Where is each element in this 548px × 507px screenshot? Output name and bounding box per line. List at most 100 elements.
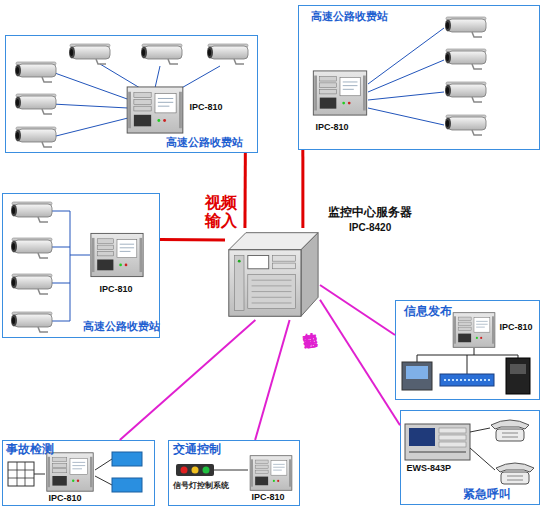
- detector-devices: [8, 452, 142, 492]
- camera-icons: [11, 202, 52, 222]
- display-devices: [402, 362, 432, 390]
- detector-devices: [34, 459, 112, 485]
- station-wires: [368, 92, 444, 100]
- emergency-devices: [439, 435, 466, 440]
- station-title: 高速公路收费站: [166, 136, 243, 149]
- emergency-devices: [405, 424, 470, 460]
- station-wires: [52, 211, 90, 321]
- model-label: IPC-810: [500, 322, 533, 332]
- camera-icons: [445, 49, 486, 69]
- display-devices: [406, 366, 428, 379]
- video-input-label: 视频 输入: [205, 194, 241, 229]
- station-wires: [178, 66, 220, 90]
- signal-device: [192, 467, 199, 474]
- computer-node: IPC-810: [450, 310, 538, 352]
- station-wires: [155, 66, 160, 88]
- emergency-devices: [439, 428, 466, 433]
- model-label: IPC-810: [316, 122, 349, 132]
- connector-line: [120, 320, 256, 440]
- camera-icons: [15, 62, 56, 82]
- model-label: EWS-843P: [407, 463, 452, 473]
- server-node: 监控中心服务器IPC-8420: [225, 228, 320, 320]
- station-wires: [100, 64, 140, 88]
- camera-icons: [445, 17, 486, 37]
- server-title: 监控中心服务器: [328, 206, 412, 220]
- camera-icons: [15, 94, 56, 114]
- function-box: IPC-810 交通控制: [168, 440, 300, 506]
- detector-devices: [112, 452, 142, 466]
- device-caption: 信号灯控制系统: [173, 482, 229, 490]
- computer-icons: [91, 233, 143, 276]
- display-devices: [440, 374, 494, 386]
- function-box: IPC-810 事故检测: [2, 440, 155, 506]
- detector-devices: [8, 462, 34, 486]
- camera-icons: [445, 82, 486, 102]
- emergency-devices: [470, 428, 495, 470]
- computer-node: IPC-810: [246, 453, 298, 505]
- computer-node: IPC-810: [43, 450, 99, 506]
- emergency-devices: [439, 442, 466, 447]
- emergency-devices: [491, 420, 529, 441]
- emergency-devices: [409, 451, 466, 453]
- computer-icons: [313, 71, 366, 115]
- function-box: IPC-810 信息发布: [395, 300, 540, 400]
- connector-line: [255, 320, 289, 440]
- device-node: EWS-843P: [403, 422, 475, 478]
- signal-device: [176, 464, 214, 476]
- camera-icons: [15, 127, 56, 147]
- station-wires: [52, 28, 444, 321]
- camera-icons: [11, 17, 486, 332]
- camera-icons: [445, 115, 486, 135]
- signal-device: [214, 470, 248, 471]
- emergency-devices: [409, 428, 435, 446]
- display-devices: [402, 348, 530, 394]
- station-wires: [368, 108, 444, 125]
- model-label: IPC-810: [49, 493, 82, 503]
- computer-icons: [47, 71, 495, 491]
- model-label: IPC-810: [190, 102, 223, 112]
- computer-icons: [47, 453, 93, 491]
- model-label: IPC-810: [100, 284, 133, 294]
- station-wires: [52, 118, 128, 137]
- model-label: IPC-8420: [349, 222, 391, 234]
- detector-devices: [8, 462, 34, 486]
- station-title: 高速公路收费站: [83, 320, 160, 332]
- function-box: EWS-843P 紧急呼叫: [400, 410, 540, 505]
- connector-line: [160, 238, 225, 242]
- function-title: 信息发布: [404, 305, 452, 319]
- station-wires: [52, 104, 128, 108]
- connector-line: [301, 150, 304, 228]
- display-devices: [510, 364, 526, 374]
- signal-device: [181, 467, 188, 474]
- camera-icons: [69, 44, 110, 64]
- camera-icons: [11, 274, 52, 294]
- connector-line: [320, 285, 395, 335]
- station-wires: [368, 60, 444, 92]
- station-box: IPC-810 高速公路收费站: [5, 35, 258, 153]
- display-devices: [506, 358, 530, 394]
- signal-device: [176, 464, 248, 476]
- function-title: 事故检测: [6, 443, 54, 457]
- emergency-devices: [405, 420, 534, 484]
- camera-icons: [141, 44, 182, 64]
- camera-icons: [11, 238, 52, 258]
- function-title: 紧急呼叫: [463, 488, 511, 502]
- connector-line: [320, 300, 400, 425]
- station-title: 高速公路收费站: [311, 10, 388, 23]
- model-label: IPC-810: [252, 492, 285, 502]
- other-functions-label: 其它功能: [300, 321, 315, 323]
- display-devices: [444, 379, 490, 381]
- computer-icons: [453, 313, 495, 348]
- signal-device: [203, 467, 210, 474]
- computer-node: IPC-810: [125, 84, 235, 136]
- station-box: IPC-810 高速公路收费站: [2, 193, 160, 338]
- computer-icons: [250, 456, 292, 491]
- station-box: IPC-810 高速公路收费站: [298, 5, 540, 150]
- function-title: 交通控制: [173, 443, 221, 457]
- emergency-devices: [496, 463, 534, 484]
- connector-line: [243, 153, 246, 228]
- computer-icons: [127, 87, 183, 133]
- computer-node: IPC-810: [308, 68, 374, 140]
